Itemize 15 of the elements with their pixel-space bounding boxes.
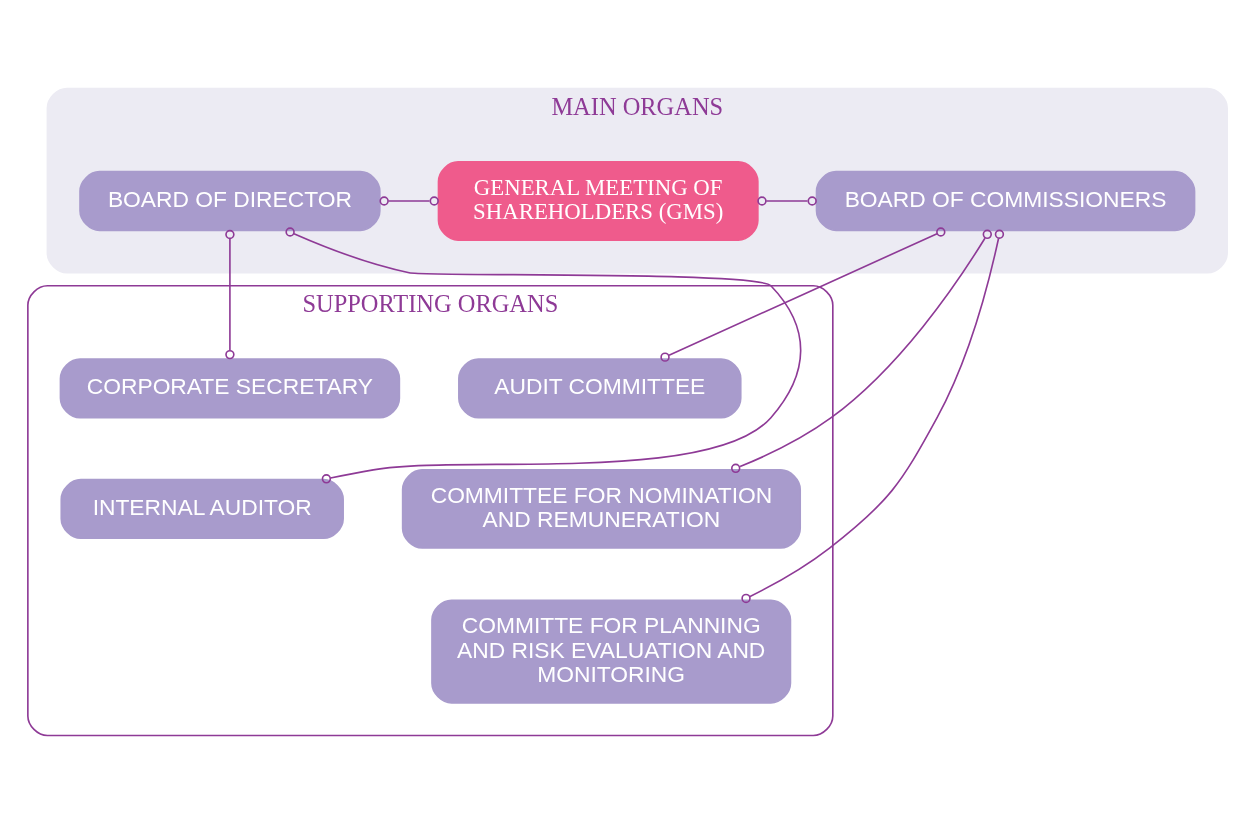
connector xyxy=(285,226,802,484)
node-box: BOARD OF DIRECTOR xyxy=(79,170,381,231)
node-box: COMMITTEE FOR NOMINATION AND REMUNERATION xyxy=(401,468,802,549)
connector xyxy=(379,195,439,206)
node-box: COMMITTE FOR PLANNING AND RISK EVALUATION AND MONITORING xyxy=(431,598,792,704)
node-box: BOARD OF COMMISSIONERS xyxy=(815,170,1196,231)
node-box: INTERNAL AUDITOR xyxy=(60,478,344,539)
connector xyxy=(757,195,817,206)
connector xyxy=(660,226,946,362)
connector xyxy=(225,229,235,359)
node-box: AUDIT COMMITTEE xyxy=(458,357,742,418)
connector xyxy=(741,229,1005,603)
connector xyxy=(731,229,992,473)
node-box: GENERAL MEETING OF SHAREHOLDERS (GMS) xyxy=(437,160,759,241)
node-box: CORPORATE SECRETARY xyxy=(59,357,401,418)
